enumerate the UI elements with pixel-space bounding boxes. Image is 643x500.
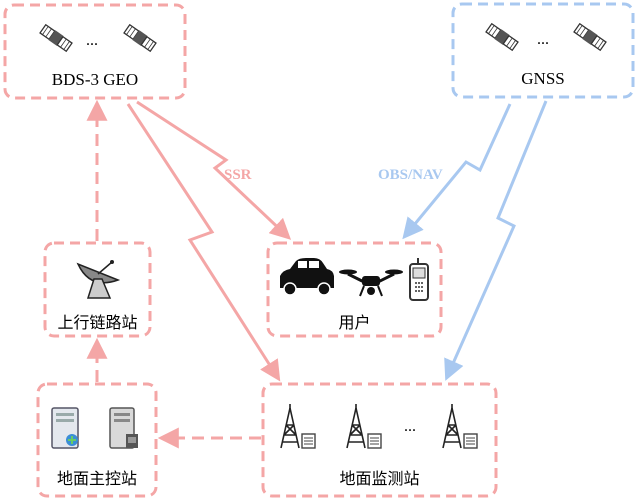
satellite-icon xyxy=(123,24,157,52)
ssr-link-label: SSR xyxy=(224,167,252,183)
gnss-to-user-obsnav-link xyxy=(402,103,512,240)
antenna-tower-icon xyxy=(280,403,316,449)
gnss-ellipsis: ... xyxy=(537,31,549,48)
uplink-box xyxy=(43,241,152,338)
uplink-label: 上行链路站 xyxy=(57,313,138,332)
geo-to-user-ssr-link xyxy=(136,100,292,240)
bds-geo-label: BDS-3 GEO xyxy=(51,70,139,89)
master-label: 地面主控站 xyxy=(56,469,137,488)
gnss-box xyxy=(451,2,635,99)
master-box xyxy=(36,382,158,498)
car-icon xyxy=(280,258,334,296)
satellite-icon xyxy=(485,23,519,51)
server-icon xyxy=(51,407,79,449)
antenna-tower-icon xyxy=(346,403,382,449)
gnss-to-monitor-link xyxy=(444,100,548,381)
satellite-dish-icon xyxy=(76,260,121,299)
bds-geo-ellipsis: ... xyxy=(86,32,98,49)
satellite-icon xyxy=(573,23,607,51)
monitor-ellipsis: ... xyxy=(404,418,416,435)
gnss-label: GNSS xyxy=(521,69,565,88)
user-label: 用户 xyxy=(338,313,371,332)
user-box xyxy=(266,241,443,338)
bds-geo-box xyxy=(3,3,187,100)
geo-to-monitor-link xyxy=(126,103,281,382)
obs-nav-link-label: OBS/NAV xyxy=(378,167,443,183)
monitor-box xyxy=(261,382,498,498)
monitor-label: 地面监测站 xyxy=(339,469,420,488)
phone-icon xyxy=(409,258,429,301)
drone-icon xyxy=(339,269,403,297)
antenna-tower-icon xyxy=(442,403,478,449)
satellite-icon xyxy=(39,24,73,52)
server-icon xyxy=(109,407,138,449)
